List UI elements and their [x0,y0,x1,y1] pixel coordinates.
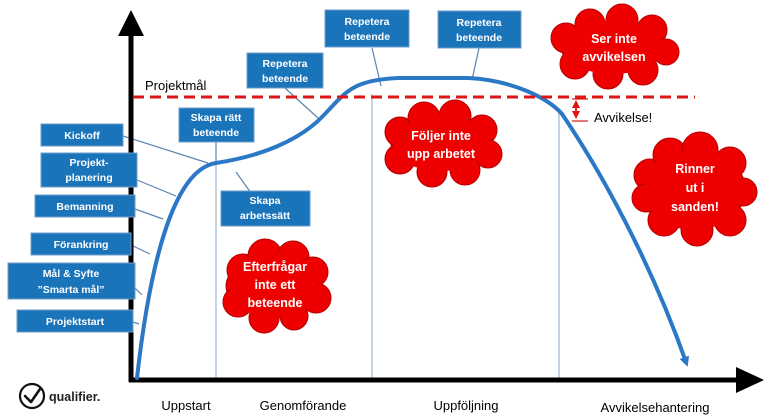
svg-text:Följer inte: Följer inte [411,129,471,143]
svg-text:Projektstart: Projektstart [46,316,105,328]
left-boxes: Kickoff Projekt- planering Bemanning För… [7,123,138,333]
phase-dividers [215,94,560,382]
mid-boxes: Skapa rätt beteende Skapa arbetssätt Rep… [178,9,522,227]
phase-label-genomforande: Genomförande [260,398,347,413]
box-forankring: Förankring [30,232,132,256]
deviation-indicator [572,98,588,122]
qualifier-logo: qualifier. [18,382,100,410]
cloud-efterfragar: Efterfrågar inte ett beteende [222,238,332,334]
box-repetera-beteende-1: Repetera beteende [246,52,324,89]
box-skapa-arbetssatt: Skapa arbetssätt [220,190,311,227]
box-projektplanering: Projekt- planering [40,152,138,188]
svg-text:Kickoff: Kickoff [64,130,100,142]
svg-text:Efterfrågar: Efterfrågar [243,260,307,274]
svg-text:Repetera: Repetera [345,16,390,28]
phase-label-avvikelsehantering: Avvikelsehantering [601,400,710,415]
goal-label: Projektmål [145,78,207,93]
svg-text:beteende: beteende [456,32,502,44]
deviation-label: Avvikelse! [594,110,652,125]
phase-labels: Uppstart Genomförande Uppföljning Avvike… [161,398,709,415]
project-curve [135,76,690,380]
cloud-foljer-inte: Följer inte upp arbetet [384,99,503,188]
svg-text:”Smarta mål”: ”Smarta mål” [37,284,104,296]
svg-text:Rinner: Rinner [675,162,715,176]
phase-label-uppstart: Uppstart [161,398,211,413]
box-projektstart: Projektstart [16,309,134,333]
cloud-rinner-ut: Rinner ut i sanden! [631,131,758,247]
svg-text:beteende: beteende [262,73,308,85]
svg-text:Repetera: Repetera [263,58,308,70]
box-mal-syfte: Mål & Syfte ”Smarta mål” [7,262,136,300]
checkmark-circle-icon [18,382,46,410]
svg-text:planering: planering [65,172,112,184]
svg-text:Förankring: Förankring [54,239,109,251]
svg-text:Mål & Syfte: Mål & Syfte [43,268,100,280]
svg-text:beteende: beteende [344,31,390,43]
cloud-ser-inte: Ser inte avvikelsen [550,3,680,90]
svg-text:Skapa: Skapa [250,195,281,207]
box-repetera-beteende-2: Repetera beteende [324,9,410,48]
svg-text:upp arbetet: upp arbetet [407,147,476,161]
svg-text:avvikelsen: avvikelsen [582,50,645,64]
x-axis-arrow-icon [736,367,764,393]
svg-text:Repetera: Repetera [457,17,502,29]
y-axis-arrow-icon [118,10,144,36]
box-bemanning: Bemanning [34,194,136,218]
box-skapa-ratt-beteende: Skapa rätt beteende [178,107,255,143]
svg-text:Ser inte: Ser inte [591,32,637,46]
logo-text: qualifier. [49,390,100,404]
svg-text:Projekt-: Projekt- [69,157,109,169]
svg-text:beteende: beteende [248,296,303,310]
svg-text:arbetssätt: arbetssätt [240,210,291,222]
phase-label-uppfoljning: Uppföljning [433,398,498,413]
svg-text:sanden!: sanden! [671,200,719,214]
svg-text:beteende: beteende [193,127,239,139]
box-kickoff: Kickoff [40,123,124,147]
svg-text:Skapa rätt: Skapa rätt [191,112,242,124]
svg-text:inte ett: inte ett [255,278,297,292]
svg-text:ut i: ut i [686,181,705,195]
svg-text:Bemanning: Bemanning [56,201,113,213]
box-repetera-beteende-3: Repetera beteende [437,10,522,49]
